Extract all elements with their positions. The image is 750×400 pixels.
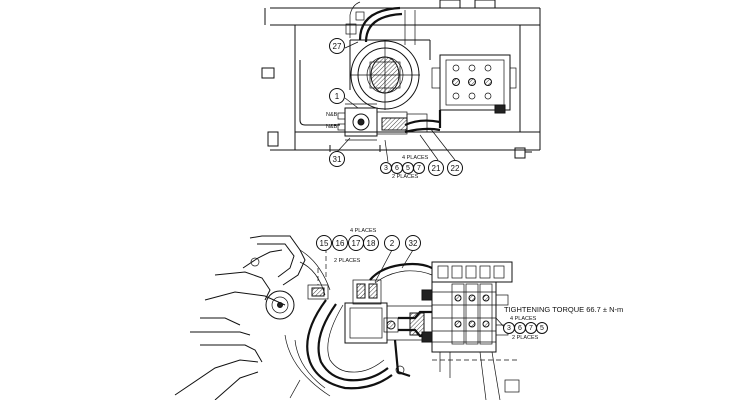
bottom-center-block [344, 262, 433, 344]
svg-text:21: 21 [432, 164, 441, 173]
top-callout-22: 22 [447, 160, 463, 176]
svg-text:32: 32 [409, 239, 418, 248]
top-leaders [336, 41, 456, 163]
bottom-callout-18: 18 [363, 235, 379, 251]
bottom-right-callout-5: 5 [536, 322, 548, 334]
top-swivel-motor [350, 40, 420, 110]
top-callout-31: 31 [329, 151, 345, 167]
bottom-callout-15: 15 [316, 235, 332, 251]
svg-text:7: 7 [417, 165, 421, 172]
svg-text:6: 6 [518, 325, 522, 332]
top-note-2-places: 2 PLACES [392, 174, 419, 180]
top-pump-assembly [337, 103, 428, 141]
top-hoses [345, 1, 442, 134]
bottom-boom-structure [174, 235, 331, 400]
bottom-note-2-places-right: 2 PLACES [512, 335, 539, 341]
bottom-note-4-places-top: 4 PLACES [350, 228, 377, 234]
top-callout-7: 7 [413, 162, 425, 174]
svg-text:18: 18 [367, 239, 376, 248]
svg-text:31: 31 [333, 155, 342, 164]
top-side-label-1: N&B [326, 112, 338, 118]
top-side-label-2: N&B [326, 124, 338, 130]
bottom-valve-bank [421, 261, 520, 400]
svg-text:3: 3 [384, 165, 388, 172]
bottom-callout-2: 2 [384, 235, 400, 251]
top-callout-27: 27 [329, 38, 345, 54]
svg-text:17: 17 [352, 239, 361, 248]
svg-text:6: 6 [395, 165, 399, 172]
bottom-callout-32: 32 [405, 235, 421, 251]
bottom-curved-hoses [284, 299, 411, 399]
top-note-4-places: 4 PLACES [402, 155, 429, 161]
svg-text:22: 22 [451, 164, 460, 173]
bottom-note-4-places-right: 4 PLACES [510, 316, 537, 322]
top-callout-6: 6 [391, 162, 403, 174]
top-callout-21: 21 [428, 160, 444, 176]
svg-text:27: 27 [333, 42, 342, 51]
svg-text:15: 15 [320, 239, 329, 248]
svg-text:7: 7 [529, 325, 533, 332]
top-callout-1: 1 [329, 88, 345, 104]
bottom-torque-note: TIGHTENING TORQUE 66.7 ± N-m [504, 305, 623, 314]
top-valve-block [431, 54, 517, 114]
svg-text:3: 3 [507, 325, 511, 332]
svg-text:1: 1 [335, 92, 340, 101]
svg-text:5: 5 [406, 165, 410, 172]
bottom-callout-16: 16 [332, 235, 348, 251]
bottom-callout-17: 17 [348, 235, 364, 251]
top-callout-5: 5 [402, 162, 414, 174]
svg-text:2: 2 [390, 239, 395, 248]
bottom-view: 15 16 17 18 2 32 4 PLACES 2 PLACES TIGHT… [174, 228, 623, 400]
svg-text:5: 5 [540, 325, 544, 332]
top-callout-3: 3 [380, 162, 392, 174]
svg-text:16: 16 [336, 239, 345, 248]
top-view: 27 1 31 3 6 5 7 21 [261, 0, 541, 180]
bottom-right-callout-3: 3 [503, 322, 515, 334]
bottom-right-callout-7: 7 [525, 322, 537, 334]
bottom-note-2-places-left: 2 PLACES [334, 258, 361, 264]
bottom-right-callout-6: 6 [514, 322, 526, 334]
